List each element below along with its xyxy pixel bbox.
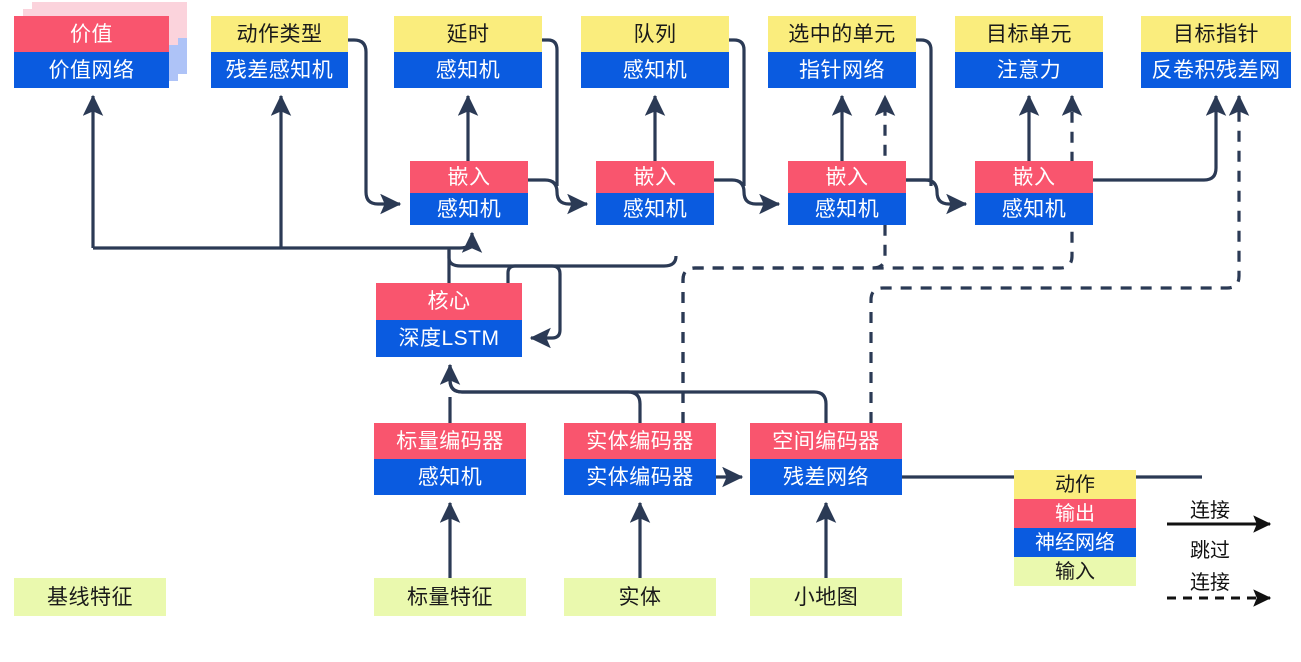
node-embed1-title: 嵌入: [410, 161, 528, 193]
node-core[interactable]: 核心深度LSTM: [376, 283, 522, 357]
node-entity_encoder-title: 实体编码器: [564, 423, 716, 459]
node-target_point-subtitle: 反卷积残差网: [1141, 52, 1291, 88]
node-selected_units[interactable]: 选中的单元指针网络: [768, 16, 916, 88]
node-embed3-subtitle: 感知机: [788, 193, 906, 225]
legend-skip-label-line2: 连接: [1190, 572, 1230, 594]
node-embed1-subtitle: 感知机: [410, 193, 528, 225]
node-embed4[interactable]: 嵌入感知机: [975, 161, 1093, 225]
legend-skip-label-line1: 跳过: [1190, 540, 1230, 562]
node-core-title: 核心: [376, 283, 522, 320]
node-embed4-title: 嵌入: [975, 161, 1093, 193]
node-spatial_encoder[interactable]: 空间编码器残差网络: [750, 423, 902, 495]
node-queued-title: 队列: [581, 16, 729, 52]
node-scalar_encoder[interactable]: 标量编码器感知机: [374, 423, 526, 495]
node-embed1[interactable]: 嵌入感知机: [410, 161, 528, 225]
node-embed2-subtitle: 感知机: [596, 193, 714, 225]
input-entities[interactable]: 实体: [564, 578, 716, 616]
node-embed3[interactable]: 嵌入感知机: [788, 161, 906, 225]
input-baseline_features[interactable]: 基线特征: [14, 578, 166, 616]
node-delay-title: 延时: [394, 16, 542, 52]
node-selected_units-title: 选中的单元: [768, 16, 916, 52]
node-embed2[interactable]: 嵌入感知机: [596, 161, 714, 225]
node-target_unit-subtitle: 注意力: [955, 52, 1103, 88]
node-target_point[interactable]: 目标指针反卷积残差网: [1141, 16, 1291, 88]
node-entity_encoder-subtitle: 实体编码器: [564, 459, 716, 495]
node-value-subtitle: 价值网络: [14, 52, 169, 88]
node-action_type[interactable]: 动作类型残差感知机: [211, 16, 348, 88]
node-embed4-subtitle: 感知机: [975, 193, 1093, 225]
node-target_unit[interactable]: 目标单元注意力: [955, 16, 1103, 88]
node-action_type-subtitle: 残差感知机: [211, 52, 348, 88]
node-scalar_encoder-subtitle: 感知机: [374, 459, 526, 495]
input-minimap[interactable]: 小地图: [750, 578, 902, 616]
node-core-subtitle: 深度LSTM: [376, 320, 522, 357]
node-action_type-title: 动作类型: [211, 16, 348, 52]
legend-connect-label: 连接: [1190, 500, 1230, 522]
input-scalar_features[interactable]: 标量特征: [374, 578, 526, 616]
node-scalar_encoder-title: 标量编码器: [374, 423, 526, 459]
node-entity_encoder[interactable]: 实体编码器实体编码器: [564, 423, 716, 495]
legend-item-net: 神经网络: [1014, 528, 1136, 557]
node-queued-subtitle: 感知机: [581, 52, 729, 88]
node-spatial_encoder-title: 空间编码器: [750, 423, 902, 459]
legend-item-output: 输出: [1014, 499, 1136, 528]
node-delay-subtitle: 感知机: [394, 52, 542, 88]
node-embed2-title: 嵌入: [596, 161, 714, 193]
node-queued[interactable]: 队列感知机: [581, 16, 729, 88]
legend-item-action: 动作: [1014, 470, 1136, 499]
node-target_unit-title: 目标单元: [955, 16, 1103, 52]
node-spatial_encoder-subtitle: 残差网络: [750, 459, 902, 495]
legend: 动作输出神经网络输入: [1014, 470, 1136, 586]
node-value[interactable]: 价值价值网络: [14, 2, 187, 88]
node-selected_units-subtitle: 指针网络: [768, 52, 916, 88]
node-value-title: 价值: [14, 16, 169, 52]
node-target_point-title: 目标指针: [1141, 16, 1291, 52]
skip-connections: [681, 94, 1250, 423]
node-embed3-title: 嵌入: [788, 161, 906, 193]
node-delay[interactable]: 延时感知机: [394, 16, 542, 88]
legend-item-input: 输入: [1014, 557, 1136, 586]
